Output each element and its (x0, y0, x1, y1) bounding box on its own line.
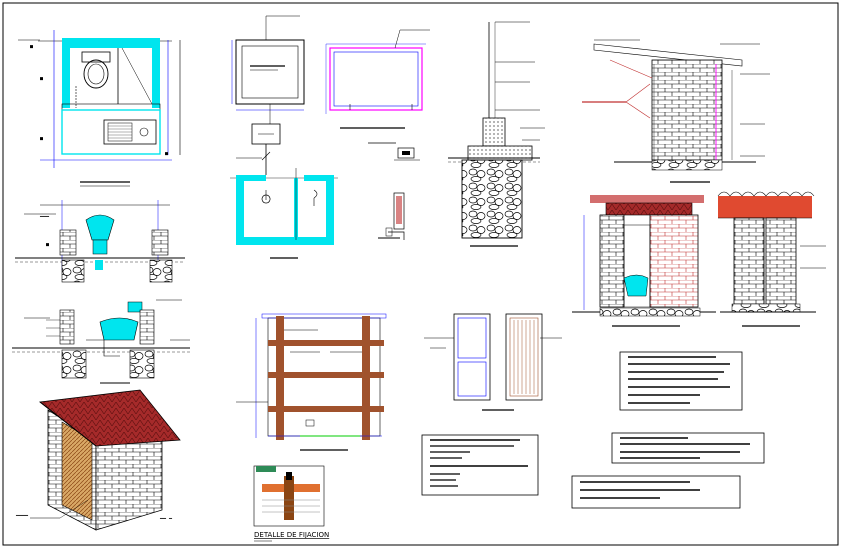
notes-box-2 (421, 434, 539, 496)
svg-text:■: ■ (30, 44, 33, 50)
side-elevation (717, 191, 826, 327)
svg-text:━━━: ━━━ (39, 214, 50, 220)
notes-box-1 (619, 351, 743, 411)
tank-top-view (231, 15, 305, 124)
valve-detail (378, 192, 405, 240)
toilet-section-a: ━━━ ■ (15, 200, 185, 283)
wall-section-elevation (582, 39, 770, 183)
door-panels (424, 313, 562, 411)
svg-text:■: ■ (40, 76, 43, 82)
drain-pipe-plan (230, 123, 338, 259)
svg-text:■: ■ (165, 151, 168, 157)
tank-frame-plan (325, 29, 430, 129)
svg-text:━━━━: ━━━━ (15, 513, 29, 519)
toilet-section-b (12, 301, 190, 384)
svg-text:■: ■ (40, 136, 43, 142)
leader-annotations (18, 39, 446, 349)
notes-box-4 (571, 475, 741, 509)
toilet-floor-plan: ■ ■ ■ ■ (30, 30, 181, 187)
small-fixture-detail (368, 142, 420, 161)
fixing-detail: DETALLE DE FIJACION (253, 465, 329, 542)
svg-text:━━ ━: ━━ ━ (159, 516, 173, 522)
front-elevation (572, 195, 716, 327)
notes-box-3 (611, 432, 765, 464)
fixing-detail-caption: DETALLE DE FIJACION (254, 531, 329, 539)
foundation-section (448, 21, 545, 247)
isometric-hut: ━━━━ ━━ ━ (15, 389, 181, 531)
wood-frame-plan (236, 313, 387, 451)
svg-text:■: ■ (46, 242, 49, 248)
